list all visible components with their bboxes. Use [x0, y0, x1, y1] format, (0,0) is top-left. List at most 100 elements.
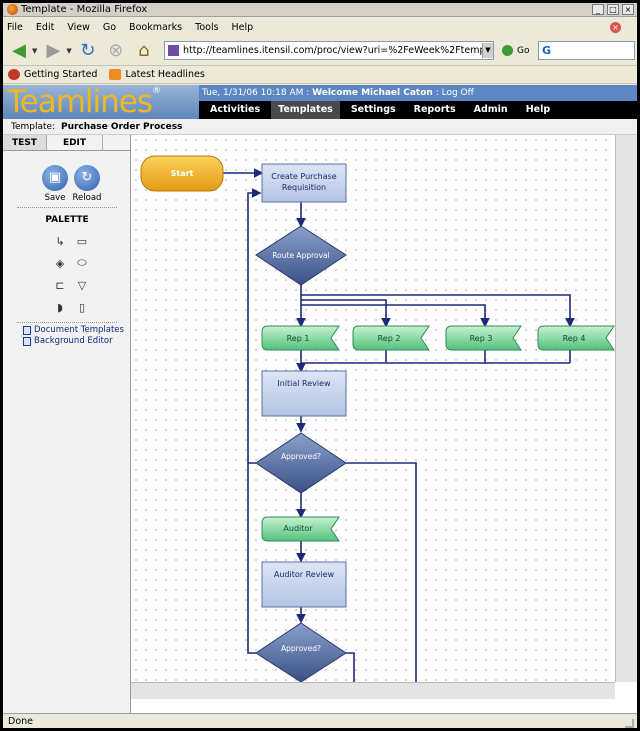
stop-icon[interactable]: × — [610, 21, 621, 33]
editor-tools: ▣ Save ↻ Reload — [39, 165, 103, 203]
save-icon: ▣ — [42, 165, 68, 191]
rep-nodes: Rep 1 Rep 2 Rep 3 Rep 4 — [261, 325, 615, 351]
url-dropdown-icon[interactable]: ▼ — [482, 43, 493, 58]
rep-3-node[interactable]: Rep 3 — [445, 325, 522, 351]
connector-icon[interactable]: ↳ — [55, 234, 65, 248]
reload-icon: ↻ — [74, 165, 100, 191]
welcome-text: Welcome Michael Caton — [312, 88, 433, 98]
close-button[interactable]: × — [622, 4, 634, 15]
initial-review-node[interactable]: Initial Review — [261, 370, 347, 417]
auditor-node[interactable]: Auditor — [261, 516, 340, 542]
rounded-step-icon[interactable]: ⬭ — [77, 256, 87, 269]
firefox-icon — [7, 4, 18, 15]
menu-go[interactable]: Go — [102, 21, 117, 33]
connector-loop-back-2 — [247, 463, 256, 654]
bookmark-getting-started[interactable]: Getting Started — [8, 69, 97, 80]
rep-shape — [445, 325, 522, 351]
background-icon — [23, 336, 31, 346]
initial-review-label: Initial Review — [277, 379, 331, 388]
bookmark-label: Latest Headlines — [125, 69, 205, 80]
document-templates-link[interactable]: Document Templates — [23, 325, 124, 335]
bookmark-latest-headlines[interactable]: Latest Headlines — [109, 69, 205, 80]
forward-dropdown-icon[interactable]: ▼ — [66, 46, 72, 55]
logoff-link[interactable]: : Log Off — [435, 88, 474, 98]
step-icon[interactable]: ▭ — [76, 234, 88, 248]
vertical-scrollbar[interactable] — [615, 135, 637, 682]
date-text: Tue, 1/31/06 10:18 AM : — [202, 88, 310, 98]
url-bar[interactable]: http://teamlines.itensil.com/proc/view?u… — [164, 41, 494, 60]
approved-1-label: Approved? — [281, 452, 321, 461]
menu-view[interactable]: View — [67, 21, 90, 33]
tab-activities[interactable]: Activities — [210, 104, 261, 115]
link-label: Background Editor — [34, 336, 113, 346]
stop-load-icon[interactable]: ⊗ — [108, 39, 124, 61]
auditor-label: Auditor — [283, 524, 313, 533]
note-icon[interactable]: ▯ — [78, 300, 86, 314]
url-text: http://teamlines.itensil.com/proc/view?u… — [183, 45, 493, 56]
rep-shape — [352, 325, 430, 351]
delay-icon[interactable]: ◗ — [57, 300, 63, 314]
back-button[interactable]: ◀ — [12, 39, 26, 61]
decision-shape — [255, 225, 347, 286]
decision-icon[interactable]: ◈ — [55, 256, 65, 270]
reload-icon[interactable]: ↻ — [80, 39, 96, 61]
connector-loop-back — [247, 188, 262, 464]
rep-3-label: Rep 3 — [470, 334, 493, 343]
search-box[interactable]: G — [538, 41, 635, 60]
tab-reports[interactable]: Reports — [413, 104, 456, 115]
input-icon[interactable]: ⊏ — [55, 278, 65, 292]
tab-templates[interactable]: Templates — [271, 101, 340, 119]
minimize-button[interactable]: _ — [592, 4, 604, 15]
task-shape — [261, 561, 347, 608]
background-editor-link[interactable]: Background Editor — [23, 336, 113, 346]
reload-button[interactable]: ↻ Reload — [71, 165, 103, 203]
rep-shape — [261, 516, 340, 542]
maximize-button[interactable]: □ — [607, 4, 619, 15]
navigation-toolbar: ◀ ▼ ▶ ▼ ↻ ⊗ ⌂ http://teamlines.itensil.c… — [3, 36, 637, 66]
start-node[interactable]: Start — [140, 155, 224, 192]
tab-admin[interactable]: Admin — [473, 104, 508, 115]
save-label: Save — [44, 193, 66, 203]
tab-help[interactable]: Help — [525, 104, 551, 115]
auditor-review-node[interactable]: Auditor Review — [261, 561, 347, 608]
menu-help[interactable]: Help — [231, 21, 254, 33]
user-info-bar: Tue, 1/31/06 10:18 AM : Welcome Michael … — [199, 85, 637, 101]
create-label-1: Create Purchase — [271, 172, 337, 181]
main-nav: Activities Templates Settings Reports Ad… — [199, 101, 637, 119]
horizontal-scrollbar[interactable] — [131, 682, 615, 699]
connectors — [223, 168, 575, 682]
menu-file[interactable]: File — [7, 21, 23, 33]
create-requisition-node[interactable]: Create Purchase Requisition — [261, 163, 347, 203]
resize-grip-icon[interactable] — [625, 719, 634, 728]
menu-edit[interactable]: Edit — [35, 21, 55, 33]
rep-4-node[interactable]: Rep 4 — [537, 325, 615, 351]
route-approval-node[interactable]: Route Approval — [255, 225, 347, 286]
approved-decision-1[interactable]: Approved? — [255, 432, 347, 494]
palette-grid: ↳ ▭ ◈ ⬭ ⊏ ▽ ◗ ▯ — [49, 230, 93, 318]
document-icon — [23, 325, 31, 335]
home-icon[interactable]: ⌂ — [138, 39, 150, 61]
menu-tools[interactable]: Tools — [195, 21, 219, 33]
template-label: Template: — [11, 122, 56, 132]
rep-2-node[interactable]: Rep 2 — [352, 325, 430, 351]
tab-test[interactable]: TEST — [3, 135, 47, 150]
rep-4-label: Rep 4 — [563, 334, 586, 343]
go-label: Go — [517, 45, 530, 56]
rep-2-label: Rep 2 — [378, 334, 401, 343]
editor-sidebar: TEST EDIT ▣ Save ↻ Reload PALETTE ↳ ▭ ◈ … — [3, 135, 131, 715]
merge-icon[interactable]: ▽ — [77, 278, 87, 292]
logo-registered-mark: ® — [152, 86, 161, 96]
back-dropdown-icon[interactable]: ▼ — [32, 46, 38, 55]
tab-settings[interactable]: Settings — [350, 104, 396, 115]
save-button[interactable]: ▣ Save — [39, 165, 71, 203]
rep-1-node[interactable]: Rep 1 — [261, 325, 340, 351]
approved-decision-2[interactable]: Approved? — [255, 622, 347, 682]
go-button[interactable]: Go — [502, 45, 529, 56]
teamlines-logo[interactable]: Teamlines® — [3, 85, 199, 119]
forward-button[interactable]: ▶ — [46, 39, 61, 61]
flowchart-canvas[interactable]: Start Create Purchase Requisition Route … — [131, 135, 615, 682]
tab-edit[interactable]: EDIT — [47, 135, 103, 150]
menu-bookmarks[interactable]: Bookmarks — [129, 21, 183, 33]
brand-row: Teamlines® Tue, 1/31/06 10:18 AM : Welco… — [3, 85, 637, 119]
